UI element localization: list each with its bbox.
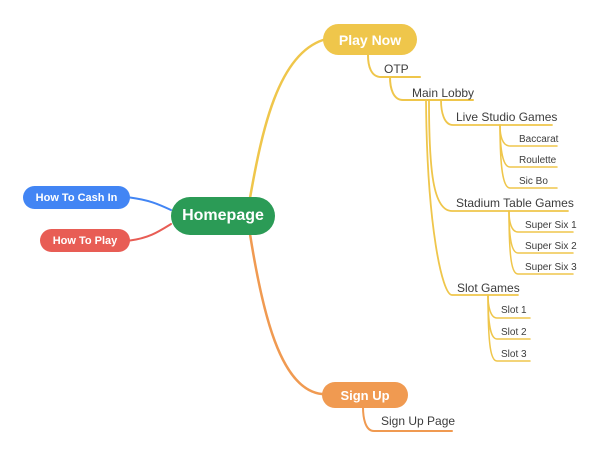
edge-stadium-super-six-3 — [508, 210, 574, 275]
edge-homepage-how-to-play — [129, 223, 172, 242]
node-stadium-table-games[interactable]: Stadium Table Games — [456, 196, 574, 210]
edge-play-now-otp — [367, 54, 421, 78]
edge-slot-games-slot-3 — [487, 294, 531, 362]
node-sign-up-page[interactable]: Sign Up Page — [381, 414, 456, 428]
edge-homepage-how-to-cash-in — [129, 196, 172, 211]
node-live-studio-games[interactable]: Live Studio Games — [456, 110, 558, 124]
node-otp[interactable]: OTP — [384, 62, 409, 76]
edge-main-lobby-stadium-table-games — [428, 99, 569, 212]
node-slot-1[interactable]: Slot 1 — [501, 305, 527, 316]
edge-main-lobby-live-studio-games — [440, 99, 553, 126]
node-main-lobby[interactable]: Main Lobby — [412, 86, 475, 100]
node-how-to-cash-in[interactable]: How To Cash In — [23, 186, 130, 209]
node-play-now[interactable]: Play Now — [323, 24, 417, 55]
edge-main-lobby-slot-games — [425, 99, 519, 296]
node-baccarat[interactable]: Baccarat — [519, 134, 559, 145]
edge-homepage-sign-up — [248, 232, 324, 396]
edge-homepage-play-now — [248, 38, 325, 200]
node-super-six-2[interactable]: Super Six 2 — [525, 241, 577, 252]
node-super-six-1[interactable]: Super Six 1 — [525, 220, 577, 231]
node-slot-games[interactable]: Slot Games — [457, 281, 520, 295]
node-slot-2[interactable]: Slot 2 — [501, 327, 527, 338]
node-sign-up[interactable]: Sign Up — [322, 382, 408, 408]
edge-sign-up-sign-up-page — [362, 406, 453, 432]
edge-otp-main-lobby — [389, 76, 474, 101]
node-roulette[interactable]: Roulette — [519, 155, 557, 166]
node-sic-bo[interactable]: Sic Bo — [519, 176, 548, 187]
node-super-six-3[interactable]: Super Six 3 — [525, 262, 577, 273]
node-slot-3[interactable]: Slot 3 — [501, 349, 527, 360]
edge-live-studio-sic-bo — [499, 124, 558, 189]
node-how-to-play[interactable]: How To Play — [40, 229, 130, 252]
node-homepage[interactable]: Homepage — [171, 197, 275, 235]
